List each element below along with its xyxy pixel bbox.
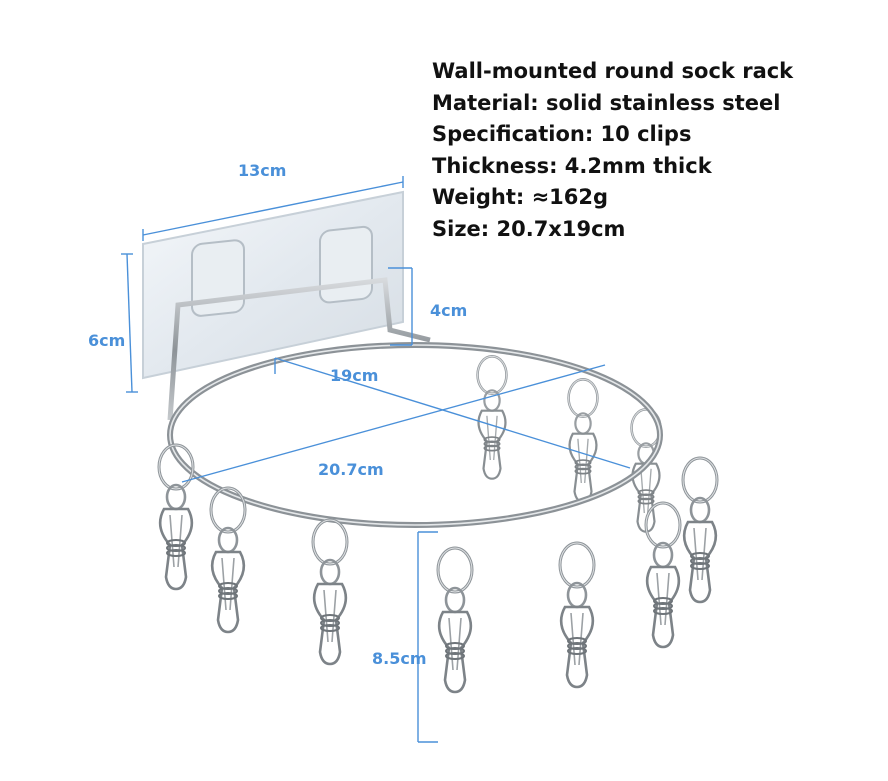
- dimension-label-plate-width: 13cm: [238, 161, 286, 180]
- dimension-lines: [121, 176, 631, 743]
- dimension-label-bracket-depth: 4cm: [430, 301, 467, 320]
- product-spec-list: Wall-mounted round sock rack Material: s…: [432, 56, 872, 245]
- dimension-label-rack-depth: 19cm: [330, 366, 378, 385]
- product-title: Wall-mounted round sock rack: [432, 59, 794, 83]
- spec-thickness: Thickness: 4.2mm thick: [432, 153, 712, 178]
- dimension-label-rack-width: 20.7cm: [318, 460, 384, 479]
- spec-size: Size: 20.7x19cm: [432, 216, 626, 241]
- rack-back-arm: [167, 277, 431, 421]
- adhesive-wall-plate: [142, 190, 404, 380]
- spec-material: Material: solid stainless steel: [432, 90, 781, 115]
- dimension-label-clip-length: 8.5cm: [372, 649, 427, 668]
- spec-weight: Weight: ≈162g: [432, 185, 609, 209]
- dimension-label-plate-height: 6cm: [88, 331, 125, 350]
- spec-clips: Specification: 10 clips: [432, 122, 692, 146]
